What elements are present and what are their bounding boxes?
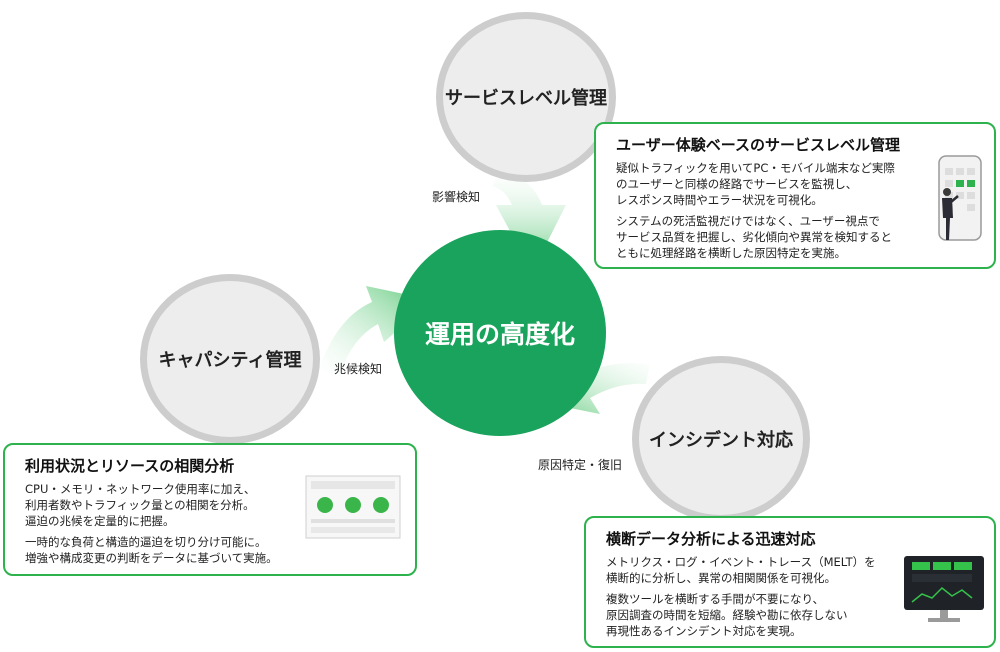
incident-circle: インシデント対応 xyxy=(632,356,810,522)
mobile-user-illustration xyxy=(938,155,982,241)
service-level-label: サービスレベル管理 xyxy=(445,88,607,109)
incident-card: 横断データ分析による迅速対応 メトリクス・ログ・イベント・トレース（MELT）を… xyxy=(584,516,996,648)
monitor-dashboard-thumbnail xyxy=(904,556,984,622)
capacity-card-title: 利用状況とリソースの相関分析 xyxy=(25,457,235,475)
capacity-card: 利用状況とリソースの相関分析 CPU・メモリ・ネットワーク使用率に加え、 利用者… xyxy=(3,443,417,576)
arrow-impact xyxy=(492,170,566,272)
service-level-circle: サービスレベル管理 xyxy=(436,12,616,182)
capacity-paragraph: 一時的な負荷と構造的逼迫を切り分け可能に。 増強や構成変更の判断をデータに基づい… xyxy=(25,535,278,565)
incident-paragraph: メトリクス・ログ・イベント・トレース（MELT）を 横断的に分析し、異常の相関関… xyxy=(606,555,876,585)
capacity-circle: キャパシティ管理 xyxy=(140,274,320,444)
service-level-paragraph: システムの死活監視だけではなく、ユーザー視点で サービス品質を把握し、劣化傾向や… xyxy=(616,214,892,260)
service-level-paragraph: 疑似トラフィックを用いてPC・モバイル端末など実際 のユーザーと同様の経路でサー… xyxy=(616,161,895,207)
incident-label: インシデント対応 xyxy=(649,430,793,451)
dashboard-thumbnail xyxy=(305,475,401,539)
incident-paragraph: 複数ツールを横断する手間が不要になり、 原因調査の時間を短縮。経験や勘に依存しな… xyxy=(606,592,848,638)
operations-center-circle: 運用の高度化 xyxy=(394,230,606,436)
capacity-paragraph: CPU・メモリ・ネットワーク使用率に加え、 利用者数やトラフィック量との相関を分… xyxy=(25,482,256,528)
service-level-card-body: 疑似トラフィックを用いてPC・モバイル端末など実際 のユーザーと同様の経路でサー… xyxy=(616,160,922,266)
incident-card-title: 横断データ分析による迅速対応 xyxy=(606,530,816,548)
capacity-label: キャパシティ管理 xyxy=(158,350,302,371)
flow-label-sign: 兆候検知 xyxy=(334,362,383,376)
flow-label-impact: 影響検知 xyxy=(432,190,481,204)
capacity-card-body: CPU・メモリ・ネットワーク使用率に加え、 利用者数やトラフィック量との相関を分… xyxy=(25,481,315,571)
center-label: 運用の高度化 xyxy=(424,320,575,349)
incident-card-body: メトリクス・ログ・イベント・トレース（MELT）を 横断的に分析し、異常の相関関… xyxy=(606,554,902,644)
service-level-card-title: ユーザー体験ベースのサービスレベル管理 xyxy=(616,136,900,154)
flow-label-root-cause: 原因特定・復旧 xyxy=(538,458,623,472)
service-level-card: ユーザー体験ベースのサービスレベル管理 疑似トラフィックを用いてPC・モバイル端… xyxy=(594,122,996,269)
